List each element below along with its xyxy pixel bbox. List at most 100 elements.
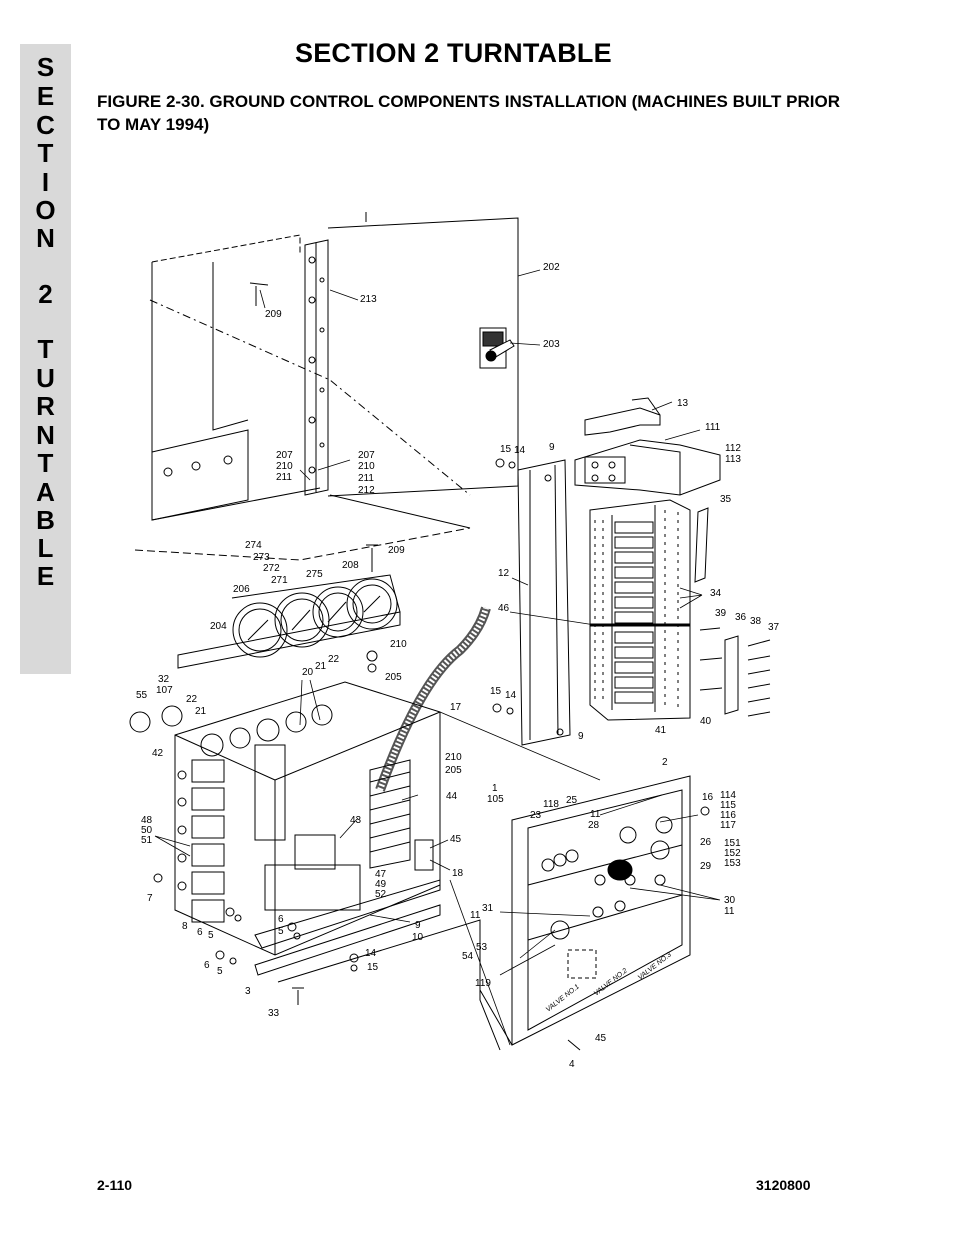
callout: 273 [253,552,270,563]
callout: 271 [271,575,288,586]
callout: 54 [462,951,474,962]
document-number: 3120800 [756,1177,811,1193]
callout: 209 [265,309,282,320]
callout: 11 [590,809,601,820]
callout: 14 [505,690,517,701]
callout: 272 [263,563,280,574]
callout: 42 [152,748,164,759]
side-tab-letter: I [41,167,50,197]
gauge-panel [177,574,401,669]
callout: 210 [276,461,293,472]
callout: 4 [569,1059,575,1070]
terminal-block [589,499,691,721]
callout: 53 [476,942,488,953]
callout: 10 [412,932,424,943]
callout: 33 [268,1008,280,1019]
callout: VALVE NO.2 [593,967,629,997]
cable-bundle-texture [377,607,489,792]
callout: 9 [415,920,421,931]
callout: 112 [725,443,741,454]
callout: 5 [217,966,223,977]
callout: 26 [700,837,712,848]
callout: 204 [210,621,227,632]
callout: 212 [358,485,375,496]
callout: 207 [276,450,293,461]
callout: 44 [446,791,458,802]
callout: 15 [367,962,379,973]
side-tab-letter: S [36,52,55,82]
callout: VALVE NO.1 [545,983,581,1013]
callout: 40 [700,716,712,727]
hinge [304,239,329,496]
callout: 49 [375,879,387,890]
figure-title: FIGURE 2-30. GROUND CONTROL COMPONENTS I… [97,92,840,134]
section-title: SECTION 2 TURNTABLE [295,38,612,68]
callout: 11 [724,906,735,917]
hardware-screws [153,282,710,1051]
callout: 8 [182,921,188,932]
callout: 2 [662,757,668,768]
callout: 14 [365,948,377,959]
callout: 23 [530,810,542,821]
callout: 32 [158,674,170,685]
callout: 37 [768,622,780,633]
callout: 205 [385,672,402,683]
callout: 45 [450,834,462,845]
side-tab-letter: E [36,561,55,591]
callout: 30 [724,895,736,906]
callout: 5 [278,926,284,937]
callout: 211 [358,473,374,484]
callout: 46 [498,603,510,614]
callout: 6 [204,960,210,971]
side-tab-letter: T [37,334,54,364]
callout: 25 [566,795,578,806]
side-tab-letter: U [36,363,55,393]
control-face-plate [511,775,691,1046]
side-tab-letter: R [36,391,55,421]
callout: 116 [720,810,736,821]
callout: 114 [720,790,736,801]
callout: 15 [490,686,502,697]
callout: 15 [500,444,512,455]
callout: 274 [245,540,262,551]
callout: 47 [375,869,387,880]
callout: 210 [358,461,375,472]
side-tab-letter: A [36,477,55,507]
jumper-bars [694,507,771,717]
callout: 6 [197,927,203,938]
side-tab-letter: T [37,138,54,168]
callout: 38 [750,616,762,627]
callout: 31 [482,903,494,914]
callout: 21 [195,706,207,717]
callout: 20 [302,667,314,678]
callout: 39 [715,608,727,619]
callout: 107 [156,685,173,696]
callout: 35 [720,494,732,505]
control-box [174,681,441,956]
callout: 105 [487,794,504,805]
callout: 111 [705,422,721,433]
callout: 3 [245,986,251,997]
callout: 213 [360,294,377,305]
callout: 210 [445,752,462,763]
callout: 9 [549,442,555,453]
callout: 203 [543,339,560,350]
callout: 209 [388,545,405,556]
switch-modules [177,759,225,923]
wire-ribbon [369,759,411,869]
side-tab-letter: E [36,81,55,111]
callout: 22 [186,694,198,705]
callout: 152 [724,848,741,859]
callout: 14 [514,445,526,456]
callout: 117 [720,820,736,831]
callout: 45 [595,1033,607,1044]
callout: 118 [543,799,559,810]
callout: 22 [328,654,340,665]
callout: 119 [475,978,491,989]
section-side-tab: S E C T I O N 2 T U R N T A B L E [20,44,71,674]
callout: 205 [445,765,462,776]
callout: 207 [358,450,375,461]
cabinet-door [327,212,519,497]
callout: 9 [578,731,584,742]
